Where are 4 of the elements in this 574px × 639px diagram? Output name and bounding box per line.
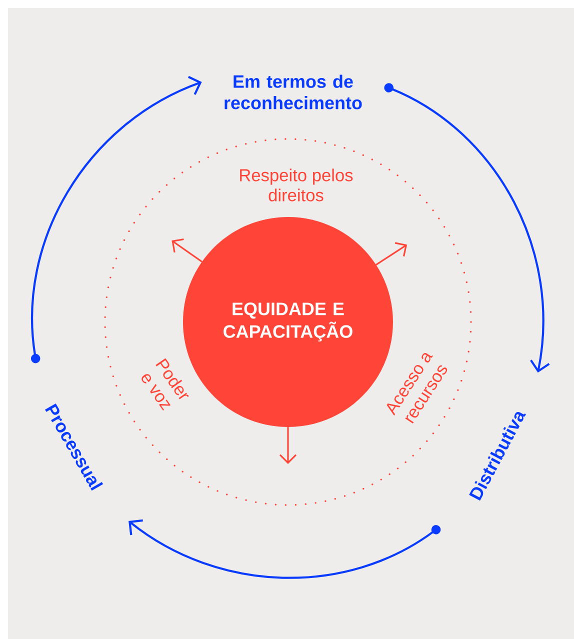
arrow [384,83,550,373]
arrow [128,519,441,579]
arrow [30,76,202,364]
category-label: Em termos de reconhecimento [224,74,362,110]
